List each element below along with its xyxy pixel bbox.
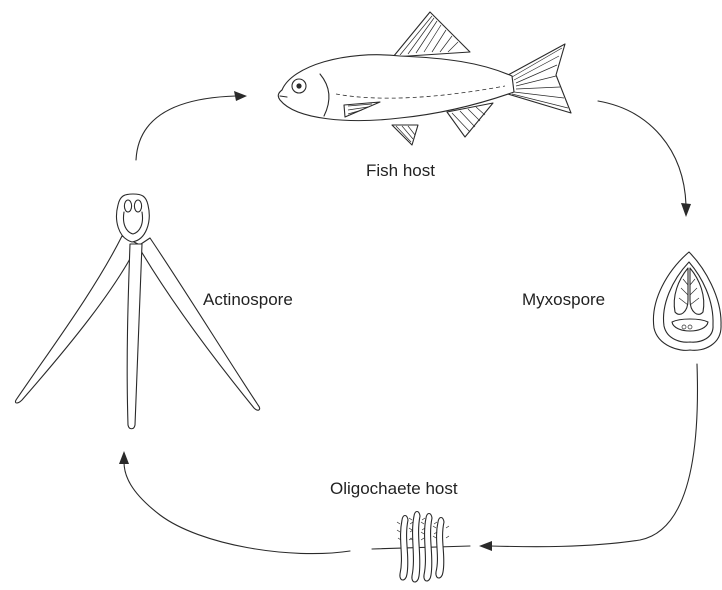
label-actinospore: Actinospore: [203, 290, 293, 310]
dorsal-fin: [393, 12, 470, 57]
fish-illustration: [278, 12, 571, 145]
actinospore-arm-left: [15, 236, 138, 403]
actinospore-illustration: [15, 194, 259, 429]
myxospore-illustration: [653, 252, 721, 350]
myxospore-shell: [653, 252, 721, 350]
worm-3: [424, 514, 432, 582]
pelvic-fin: [392, 125, 418, 145]
actinospore-body: [117, 194, 150, 242]
worm-4: [436, 518, 444, 579]
arrow-fish-to-myxospore: [598, 101, 691, 217]
actinospore-arm-right: [138, 238, 260, 410]
worm-2: [412, 512, 420, 583]
oligochaete-illustration: [372, 512, 470, 583]
actinospore-arm-middle: [127, 244, 142, 429]
label-myxospore: Myxospore: [522, 290, 605, 310]
label-fish-host: Fish host: [366, 161, 435, 181]
arrow-myxospore-to-oligochaete: [479, 364, 697, 551]
arrow-oligochaete-to-actinospore: [119, 451, 350, 554]
sediment-line: [372, 546, 470, 549]
worm-1: [400, 516, 408, 581]
label-oligochaete-host: Oligochaete host: [330, 479, 458, 499]
arrow-actinospore-to-fish: [136, 91, 247, 160]
